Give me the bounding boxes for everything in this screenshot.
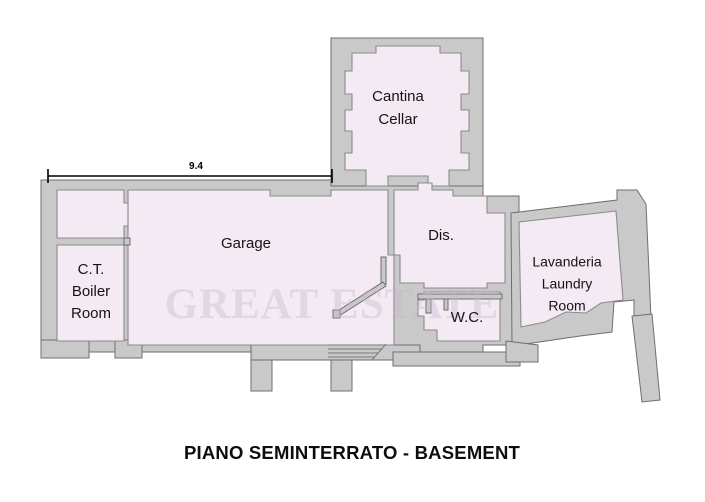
room-area-wc — [417, 291, 501, 342]
room-area-garage — [127, 189, 395, 346]
wc-partition-horizontal — [417, 293, 503, 300]
staircase — [328, 343, 387, 361]
room-label-laundry-line2: Laundry — [542, 276, 593, 292]
page-title: PIANO SEMINTERRATO - BASEMENT — [184, 442, 521, 463]
room-fill-layer — [56, 45, 624, 346]
room-area-boiler — [56, 244, 125, 342]
garage-door-swing-foot — [332, 309, 341, 319]
room-area-laundry — [518, 210, 624, 328]
room-label-wc: W.C. — [451, 309, 484, 326]
watermark: GREAT ESTATE — [164, 281, 499, 328]
room-label-cantina-line2: Cellar — [378, 111, 417, 128]
room-label-cantina-line1: Cantina — [372, 88, 424, 105]
wall-ramp-outer-bottom — [392, 351, 521, 367]
detail-layer — [123, 237, 503, 319]
room-label-laundry-line3: Room — [548, 298, 585, 314]
room-label-boiler-line1: C.T. — [78, 261, 105, 278]
room-area-dis — [393, 182, 506, 289]
room-label-garage: Garage — [221, 235, 271, 252]
room-label-laundry-line1: Lavanderia — [532, 254, 601, 270]
wall-footing-pier-left — [40, 339, 90, 359]
wall-laundry-bottom-jog — [505, 340, 539, 363]
room-label-dis: Dis. — [428, 227, 454, 244]
room-label-boiler-line2: Boiler — [72, 283, 110, 300]
dimension-line-group — [47, 169, 333, 183]
room-area-upper-left-chamber — [56, 189, 129, 239]
stair-nosing — [371, 343, 387, 361]
garage-door-swing — [380, 256, 387, 285]
dimension-label: 9.4 — [189, 161, 203, 172]
room-label-layer: Cantina Cellar Garage C.T. Boiler Room D… — [71, 88, 602, 326]
room-area-cantina — [344, 45, 470, 187]
room-label-boiler-line3: Room — [71, 305, 111, 322]
wall-exterior-tail-right — [631, 313, 661, 403]
wc-stub-right — [443, 298, 449, 311]
boiler-divider-wall — [123, 237, 131, 246]
wc-stub-left — [425, 298, 432, 314]
